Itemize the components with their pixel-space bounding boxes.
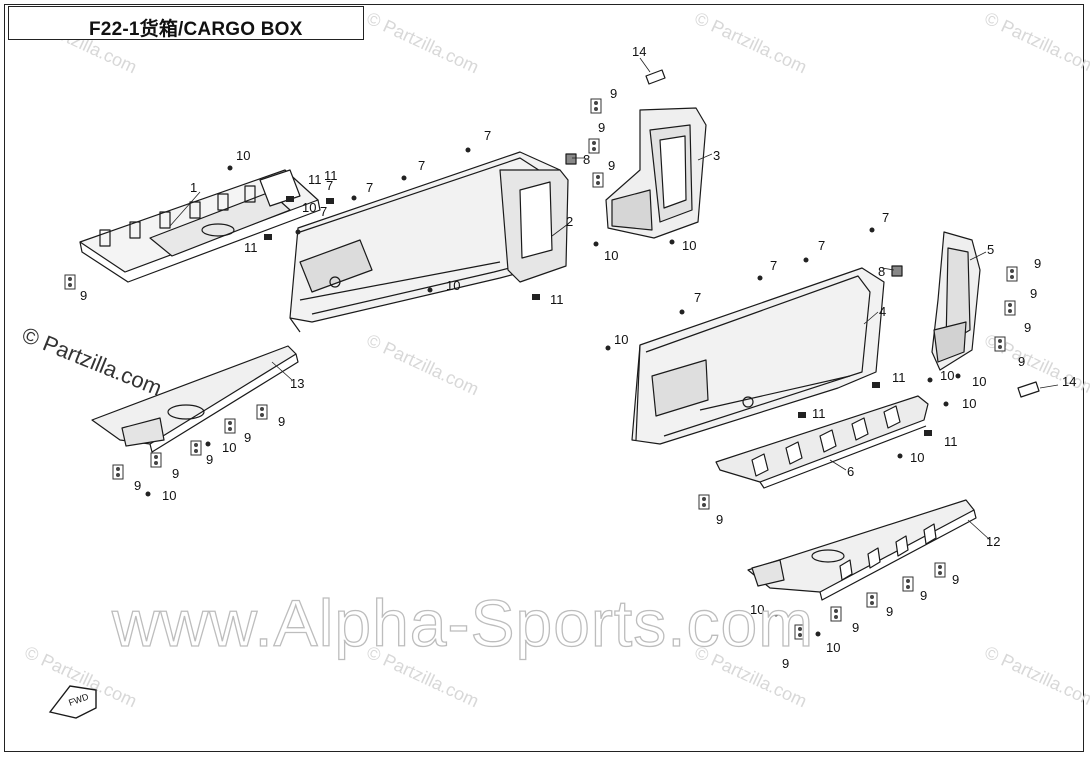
- callout-9s: 9: [1034, 256, 1041, 271]
- callout-9e: 9: [1030, 286, 1037, 301]
- callout-13: 13: [290, 376, 304, 391]
- callout-9f: 9: [1024, 320, 1031, 335]
- callout-9l: 9: [278, 414, 285, 429]
- callout-10l: 10: [162, 488, 176, 503]
- callout-11g: 11: [944, 434, 958, 449]
- callout-9o: 9: [852, 620, 859, 635]
- callout-10e: 10: [682, 238, 696, 253]
- callout-7a: 7: [484, 128, 491, 143]
- callout-7e: 7: [882, 210, 889, 225]
- callout-11b: 11: [324, 168, 338, 183]
- part-12-right-mat: [747, 499, 977, 601]
- callout-9c: 9: [598, 120, 605, 135]
- part-6-right-trim: [715, 395, 929, 489]
- part-8-grommet-front: [565, 153, 577, 165]
- callout-9n: 9: [782, 656, 789, 671]
- callout-9k: 9: [244, 430, 251, 445]
- callout-10i: 10: [962, 396, 976, 411]
- callout-7f: 7: [818, 238, 825, 253]
- callout-9m: 9: [716, 512, 723, 527]
- part-1-front-plate: [79, 169, 321, 283]
- callout-9b: 9: [610, 86, 617, 101]
- callout-6: 6: [847, 464, 854, 479]
- diagram-frame: [4, 4, 1084, 752]
- callout-9g: 9: [1018, 354, 1025, 369]
- callout-12: 12: [986, 534, 1000, 549]
- part-4-right-panel: [631, 267, 885, 445]
- callout-11d: 11: [550, 292, 564, 307]
- part-8-grommet-rear: [891, 265, 903, 277]
- callout-10g: 10: [940, 368, 954, 383]
- callout-7d: 7: [320, 204, 327, 219]
- fwd-arrow-icon: FWD: [48, 685, 97, 719]
- part-3-front-corner: [605, 107, 707, 239]
- callout-9r: 9: [952, 572, 959, 587]
- part-14-plug-rear: [1017, 381, 1040, 398]
- callout-9i: 9: [172, 466, 179, 481]
- callout-7i: 7: [326, 178, 333, 193]
- part-14-plug-front: [645, 69, 666, 85]
- callout-7c: 7: [366, 180, 373, 195]
- part-2-left-panel: [289, 151, 569, 333]
- callout-2: 2: [566, 214, 573, 229]
- watermark-dealer: www.Alpha-Sports.com: [111, 585, 815, 660]
- callout-7g: 7: [770, 258, 777, 273]
- callout-10c: 10: [446, 278, 460, 293]
- callout-4: 4: [879, 304, 886, 319]
- callout-7b: 7: [418, 158, 425, 173]
- callout-3: 3: [713, 148, 720, 163]
- callout-11c: 11: [244, 240, 258, 255]
- callout-10b: 10: [302, 200, 316, 215]
- callout-10d: 10: [604, 248, 618, 263]
- page-title: F22-1货箱/CARGO BOX: [89, 19, 303, 40]
- part-13-left-mat: [91, 345, 299, 453]
- callout-5: 5: [987, 242, 994, 257]
- callout-7h: 7: [694, 290, 701, 305]
- callout-10a: 10: [236, 148, 250, 163]
- callout-14-front: 14: [632, 44, 646, 59]
- callout-10h: 10: [972, 374, 986, 389]
- callout-9d: 9: [608, 158, 615, 173]
- callout-9p: 9: [886, 604, 893, 619]
- callout-9j: 9: [206, 452, 213, 467]
- bolts: [145, 147, 961, 637]
- callout-9q: 9: [920, 588, 927, 603]
- callout-1: 1: [190, 180, 197, 195]
- callout-11f: 11: [812, 406, 826, 421]
- part-5-rear-corner: [931, 231, 981, 371]
- callout-8-rear: 8: [878, 264, 885, 279]
- callout-10j: 10: [910, 450, 924, 465]
- callout-11e: 11: [892, 370, 906, 385]
- callout-8-front: 8: [583, 152, 590, 167]
- callout-10k: 10: [222, 440, 236, 455]
- callout-11a: 11: [308, 172, 322, 187]
- callout-10n: 10: [826, 640, 840, 655]
- callout-10f: 10: [614, 332, 628, 347]
- callout-9a: 9: [80, 288, 87, 303]
- callout-9h: 9: [134, 478, 141, 493]
- callout-14-rear: 14: [1062, 374, 1076, 389]
- callout-10m: 10: [750, 602, 764, 617]
- title-box: F22-1货箱/CARGO BOX: [8, 6, 364, 40]
